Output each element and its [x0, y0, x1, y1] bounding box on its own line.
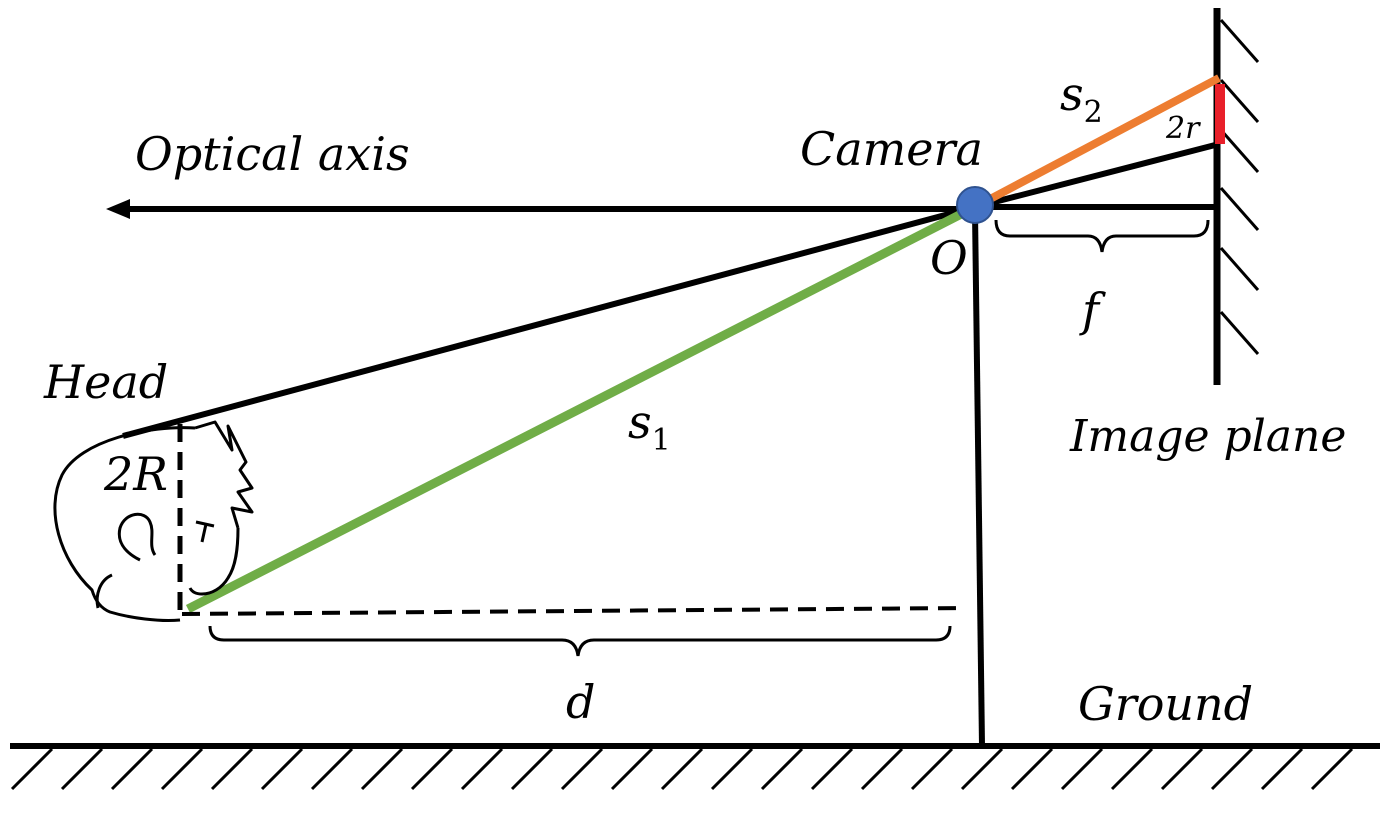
s2-main: s	[1060, 67, 1084, 121]
distance-label: d	[566, 675, 595, 729]
ground	[10, 743, 1380, 791]
optical-axis	[106, 199, 975, 219]
head-top-ray	[122, 204, 976, 439]
optical-axis-arrowhead	[106, 199, 130, 219]
camera-pole	[972, 211, 985, 747]
origin-label: O	[930, 231, 968, 285]
s2-label: s2	[1060, 67, 1103, 130]
image-bottom-ray	[974, 141, 1220, 210]
head-face-profile	[188, 527, 240, 596]
head-sketch	[53, 420, 254, 622]
head-hair	[194, 420, 254, 529]
distance-brace	[208, 625, 952, 657]
image-plane	[1213, 8, 1260, 385]
image-size-label: 2r	[1165, 111, 1201, 146]
camera-dot	[956, 186, 994, 224]
focal-length-label: f	[1079, 283, 1106, 337]
head-eye	[195, 520, 215, 543]
head-size-label: 2R	[103, 447, 168, 501]
image-plane-hatching	[1219, 19, 1260, 355]
image-plane-label: Image plane	[1069, 411, 1346, 462]
s1-ray	[185, 202, 978, 614]
s2-ray	[973, 74, 1221, 211]
head-inner	[95, 573, 113, 609]
s1-label: s1	[628, 395, 671, 458]
head-ear	[117, 512, 157, 562]
distance-dashed-line	[181, 606, 966, 616]
optical-axis-label: Optical axis	[135, 127, 410, 181]
ground-label: Ground	[1078, 677, 1253, 731]
s2-subscript: 2	[1084, 95, 1103, 130]
focal-length-brace	[994, 219, 1210, 253]
camera-label: Camera	[800, 122, 983, 176]
s1-main: s	[628, 395, 652, 449]
s1-subscript: 1	[652, 423, 671, 458]
head-outline	[53, 426, 196, 622]
ground-hatching	[10, 747, 1354, 791]
head-label: Head	[43, 355, 168, 409]
